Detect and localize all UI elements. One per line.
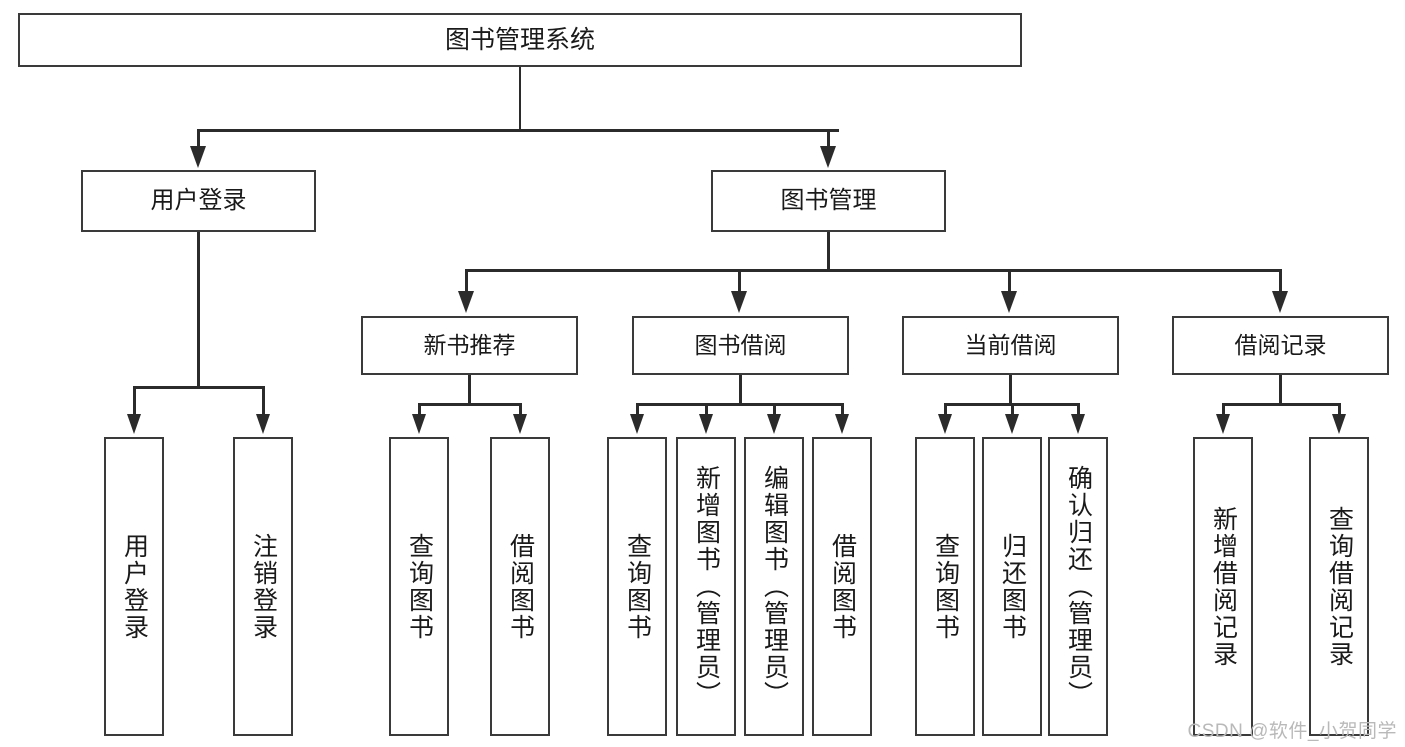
node-label: 借阅记录 bbox=[1234, 331, 1327, 358]
arrowhead-to-query-book-2 bbox=[630, 414, 644, 434]
arrowhead-to-borrow-book-2 bbox=[835, 414, 849, 434]
leaf-return-book[interactable]: 归还图书 bbox=[982, 437, 1042, 736]
edge-user-login-bus-left-drop bbox=[133, 386, 136, 415]
arrowhead-to-new-book-recommend bbox=[458, 291, 474, 313]
leaf-edit-book[interactable]: 编辑图书（管理员） bbox=[744, 437, 804, 736]
edge-borrow-record-drop-2 bbox=[1338, 403, 1341, 415]
node-label: 查询图书 bbox=[931, 532, 960, 641]
leaf-query-book-borrow[interactable]: 查询图书 bbox=[607, 437, 667, 736]
edge-book-borrow-drop-3 bbox=[773, 403, 776, 415]
arrowhead-to-query-book-1 bbox=[412, 414, 426, 434]
edge-level3-drop-3 bbox=[1008, 269, 1011, 291]
node-label: 查询图书 bbox=[623, 532, 652, 641]
edge-borrow-record-drop-1 bbox=[1222, 403, 1225, 415]
leaf-logout[interactable]: 注销登录 bbox=[233, 437, 293, 736]
node-label: 图书借阅 bbox=[694, 331, 787, 358]
leaf-borrow-book-recommend[interactable]: 借阅图书 bbox=[490, 437, 550, 736]
leaf-query-borrow-record[interactable]: 查询借阅记录 bbox=[1309, 437, 1369, 736]
edge-book-borrow-drop-2 bbox=[705, 403, 708, 415]
edge-new-book-recommend-drop-2 bbox=[519, 403, 522, 415]
node-label: 新增借阅记录 bbox=[1209, 505, 1238, 668]
edge-current-borrow-drop-1 bbox=[944, 403, 947, 415]
arrowhead-to-add-borrow-record bbox=[1216, 414, 1230, 434]
edge-level3-drop-1 bbox=[465, 269, 468, 291]
edge-root-bus-left-drop bbox=[197, 129, 200, 146]
arrowhead-to-user-login-leaf bbox=[127, 414, 141, 434]
node-label: 编辑图书（管理员） bbox=[760, 465, 789, 708]
node-label: 当前借阅 bbox=[964, 331, 1057, 358]
arrowhead-to-book-management bbox=[820, 146, 836, 168]
arrowhead-to-user-login bbox=[190, 146, 206, 168]
node-label: 图书管理 bbox=[780, 186, 877, 214]
node-label: 图书管理系统 bbox=[444, 26, 595, 54]
arrowhead-to-current-borrow bbox=[1001, 291, 1017, 313]
node-label: 新增图书（管理员） bbox=[692, 465, 721, 708]
node-label: 借阅图书 bbox=[506, 532, 535, 641]
edge-root-bus bbox=[197, 129, 839, 132]
node-label: 查询借阅记录 bbox=[1325, 505, 1354, 668]
edge-current-borrow-drop-3 bbox=[1077, 403, 1080, 415]
edge-book-management-down bbox=[827, 232, 830, 271]
arrowhead-to-return-book bbox=[1005, 414, 1019, 434]
leaf-query-book-recommend[interactable]: 查询图书 bbox=[389, 437, 449, 736]
node-book-management[interactable]: 图书管理 bbox=[711, 170, 946, 232]
arrowhead-to-query-book-3 bbox=[938, 414, 952, 434]
edge-new-book-recommend-down bbox=[468, 375, 471, 405]
arrowhead-to-borrow-book-1 bbox=[513, 414, 527, 434]
edge-borrow-record-bus bbox=[1222, 403, 1340, 406]
arrowhead-to-add-book bbox=[699, 414, 713, 434]
node-borrow-record[interactable]: 借阅记录 bbox=[1172, 316, 1389, 375]
node-label: 确认归还（管理员） bbox=[1064, 465, 1093, 708]
edge-book-borrow-drop-1 bbox=[636, 403, 639, 415]
edge-current-borrow-down bbox=[1009, 375, 1012, 405]
arrowhead-to-borrow-record bbox=[1272, 291, 1288, 313]
edge-user-login-bus bbox=[133, 386, 264, 389]
arrowhead-to-edit-book bbox=[767, 414, 781, 434]
leaf-add-borrow-record[interactable]: 新增借阅记录 bbox=[1193, 437, 1253, 736]
edge-user-login-bus-right-drop bbox=[262, 386, 265, 415]
node-user-login[interactable]: 用户登录 bbox=[81, 170, 316, 232]
node-current-borrow[interactable]: 当前借阅 bbox=[902, 316, 1119, 375]
edge-root-down bbox=[518, 67, 522, 130]
leaf-borrow-book[interactable]: 借阅图书 bbox=[812, 437, 872, 736]
node-label: 借阅图书 bbox=[828, 532, 857, 641]
leaf-query-book-current[interactable]: 查询图书 bbox=[915, 437, 975, 736]
node-label: 注销登录 bbox=[249, 532, 278, 641]
edge-root-bus-right-drop bbox=[827, 129, 830, 146]
edge-book-borrow-drop-4 bbox=[841, 403, 844, 415]
node-new-book-recommend[interactable]: 新书推荐 bbox=[361, 316, 578, 375]
edge-level3-drop-2 bbox=[738, 269, 741, 291]
node-label: 归还图书 bbox=[998, 532, 1027, 641]
edge-new-book-recommend-drop-1 bbox=[418, 403, 421, 415]
edge-level3-drop-4 bbox=[1279, 269, 1282, 291]
leaf-add-book[interactable]: 新增图书（管理员） bbox=[676, 437, 736, 736]
edge-current-borrow-drop-2 bbox=[1011, 403, 1014, 415]
node-book-borrow[interactable]: 图书借阅 bbox=[632, 316, 849, 375]
arrowhead-to-confirm-return bbox=[1071, 414, 1085, 434]
node-label: 查询图书 bbox=[405, 532, 434, 641]
edge-new-book-recommend-bus bbox=[418, 403, 521, 406]
node-book-management-system[interactable]: 图书管理系统 bbox=[18, 13, 1022, 67]
edge-book-borrow-bus bbox=[636, 403, 843, 406]
leaf-user-login[interactable]: 用户登录 bbox=[104, 437, 164, 736]
arrowhead-to-query-borrow-record bbox=[1332, 414, 1346, 434]
edge-level3-bus bbox=[465, 269, 1282, 272]
leaf-confirm-return[interactable]: 确认归还（管理员） bbox=[1048, 437, 1108, 736]
node-label: 新书推荐 bbox=[423, 331, 516, 358]
node-label: 用户登录 bbox=[120, 532, 149, 641]
arrowhead-to-book-borrow bbox=[731, 291, 747, 313]
edge-user-login-down bbox=[197, 232, 200, 388]
node-label: 用户登录 bbox=[150, 186, 247, 214]
edge-book-borrow-down bbox=[739, 375, 742, 405]
arrowhead-to-logout-leaf bbox=[256, 414, 270, 434]
edge-borrow-record-down bbox=[1279, 375, 1282, 405]
